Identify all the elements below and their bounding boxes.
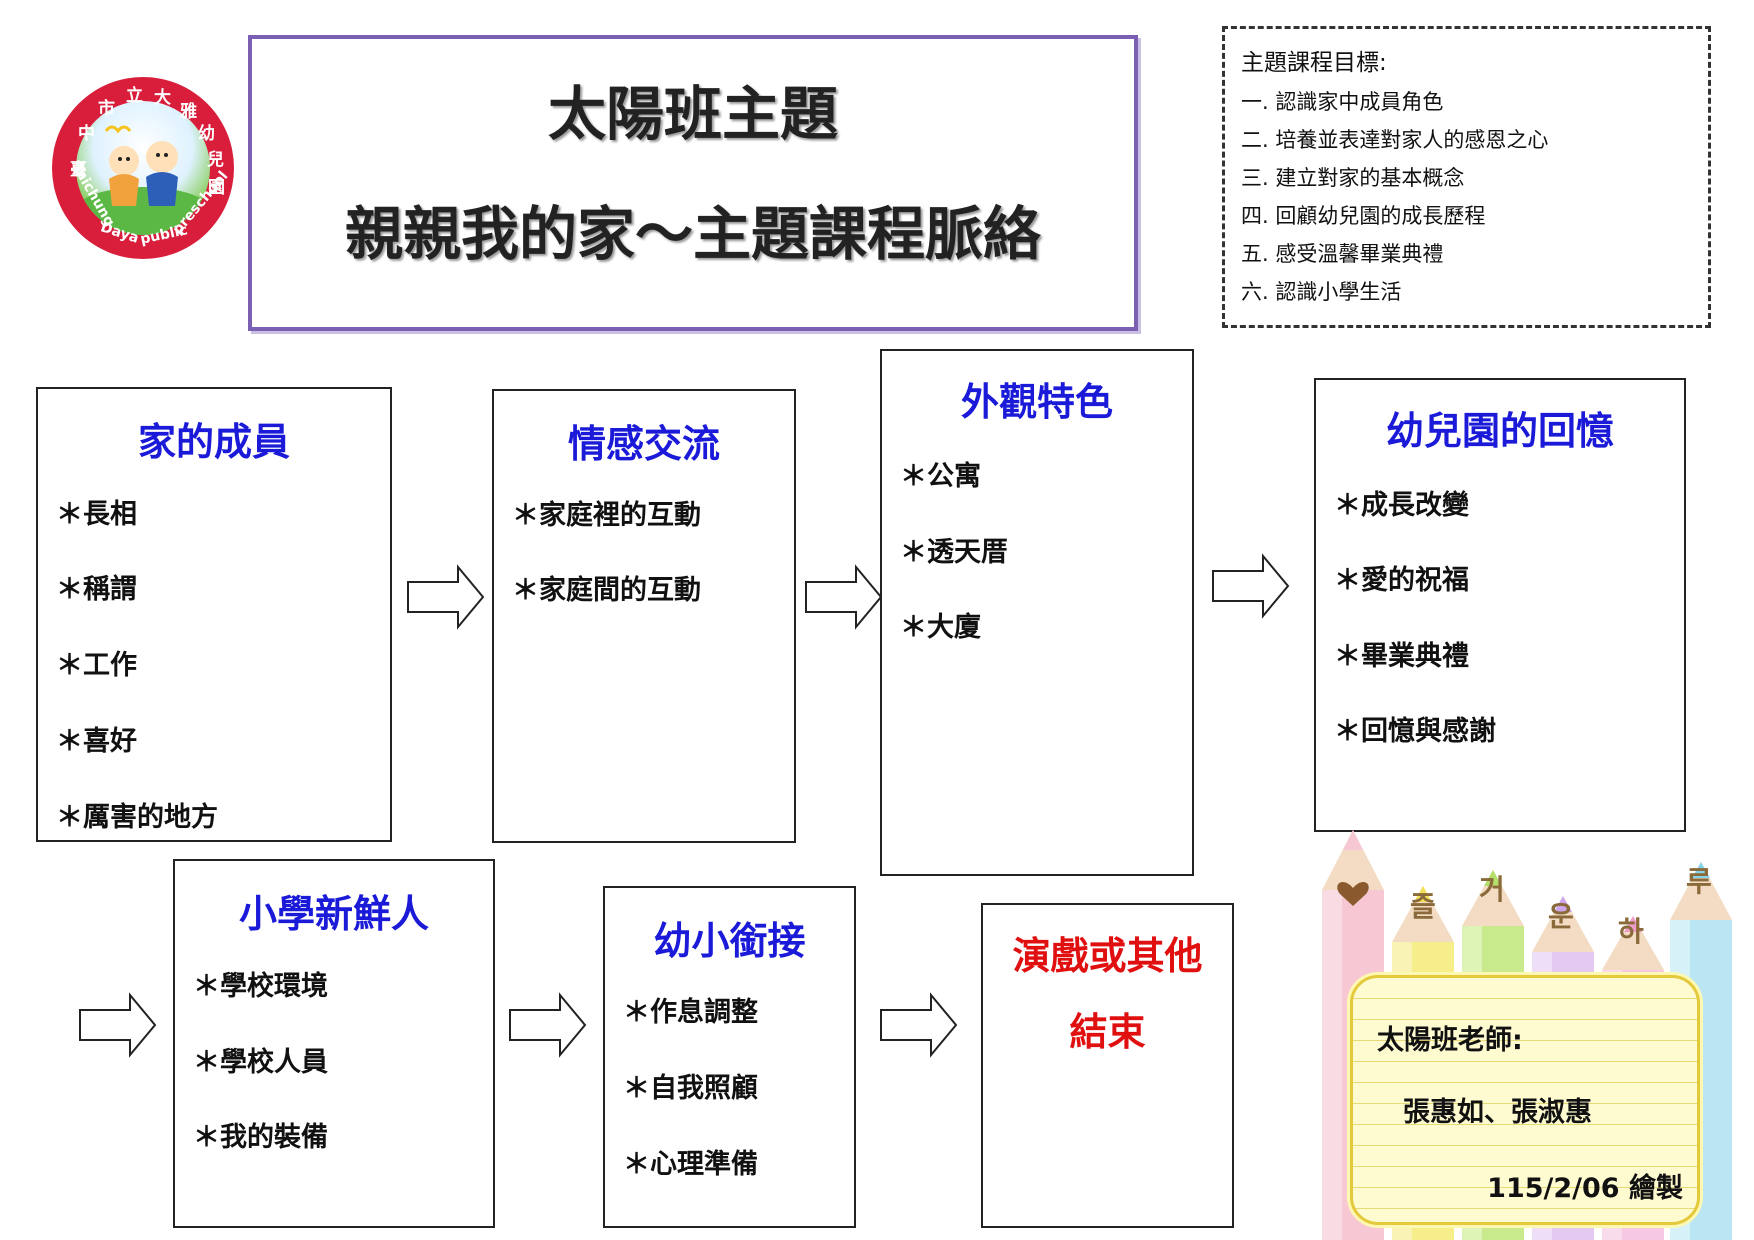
teacher-label: 太陽班老師: (1377, 1025, 1523, 1056)
draw-date: 115/2/06 繪製 (1487, 1173, 1683, 1204)
box-item: ＊家庭裡的互動 (512, 500, 701, 531)
box-item: ＊透天厝 (900, 537, 1008, 568)
box-title: 外觀特色 (960, 380, 1113, 424)
box-item: ＊公寓 (900, 461, 981, 492)
arrow-right-icon (805, 564, 883, 630)
goal-item: 四. 回顧幼兒園的成長歷程 (1241, 204, 1486, 228)
title-box: 太陽班主題 親親我的家～主題課程脈絡 (248, 35, 1138, 331)
box-item: ＊學校環境 (193, 971, 328, 1002)
box-emotional-exchange: 情感交流 ＊家庭裡的互動 ＊家庭間的互動 (492, 389, 796, 843)
box-item: ＊喜好 (56, 726, 137, 757)
box-item: ＊厲害的地方 (56, 802, 218, 833)
goal-item: 三. 建立對家的基本概念 (1241, 166, 1465, 190)
pencil-letter: 루 (1686, 865, 1712, 898)
teacher-card: 太陽班老師: 張惠如、張淑惠 115/2/06 繪製 (1350, 975, 1700, 1225)
goals-title: 主題課程目標: (1241, 50, 1387, 76)
logo-illustration (76, 101, 210, 235)
pencil-letter: 운 (1548, 900, 1574, 933)
box-title: 小學新鮮人 (238, 892, 429, 936)
box-item: ＊稱謂 (56, 574, 137, 605)
box-title: 情感交流 (567, 422, 720, 466)
box-kindergarten-transition: 幼小銜接 ＊作息調整 ＊自我照顧 ＊心理準備 (603, 886, 856, 1228)
arrow-right-icon (407, 564, 485, 630)
pencil-letter: 하 (1618, 915, 1644, 948)
goal-item: 二. 培養並表達對家人的感恩之心 (1241, 128, 1549, 152)
arrow-right-icon (509, 992, 587, 1058)
logo-char: 立 (126, 86, 143, 106)
logo-char: 臺 (70, 160, 87, 180)
goal-item: 五. 感受溫馨畢業典禮 (1241, 242, 1444, 266)
box-item: ＊畢業典禮 (1334, 641, 1469, 672)
box-item: ＊家庭間的互動 (512, 575, 701, 606)
logo-char: 雅 (180, 102, 197, 122)
box-item: ＊長相 (56, 499, 137, 530)
title-line-2: 親親我的家～主題課程脈絡 (344, 200, 1041, 268)
box-family-members: 家的成員 ＊長相 ＊稱謂 ＊工作 ＊喜好 ＊厲害的地方 (36, 387, 392, 842)
logo-char: 中 (78, 124, 95, 144)
arrow-right-icon (880, 992, 958, 1058)
pencil-letter: 거 (1479, 873, 1505, 906)
box-title: 幼兒園的回憶 (1385, 409, 1614, 453)
box-item: ＊愛的祝福 (1334, 565, 1469, 596)
box-title: 家的成員 (137, 420, 290, 464)
goal-item: 六. 認識小學生活 (1241, 280, 1402, 304)
course-goals: 主題課程目標: 一. 認識家中成員角色 二. 培養並表達對家人的感恩之心 三. … (1222, 26, 1711, 328)
heart-icon (1337, 881, 1369, 906)
box-item: ＊學校人員 (193, 1047, 328, 1078)
preschool-logo: 臺 中 市 立 大 雅 幼 兒 園 Taichung Daya public p… (52, 77, 234, 259)
box-item: ＊成長改變 (1334, 490, 1469, 521)
goal-item: 一. 認識家中成員角色 (1241, 90, 1444, 114)
logo-char: 市 (98, 99, 115, 119)
box-end-label: 結束 (1069, 1010, 1146, 1054)
box-kindergarten-memories: 幼兒園的回憶 ＊成長改變 ＊愛的祝福 ＊畢業典禮 ＊回憶與感謝 (1314, 378, 1686, 832)
arrow-right-icon (1212, 553, 1290, 619)
box-item: ＊工作 (56, 650, 137, 681)
box-performance: 演戲或其他 結束 (981, 903, 1234, 1228)
logo-children-icon (76, 125, 210, 235)
logo-char: 幼 (198, 124, 215, 144)
box-title: 幼小銜接 (653, 919, 806, 963)
box-item: ＊自我照顧 (623, 1073, 758, 1104)
box-primary-school-newcomer: 小學新鮮人 ＊學校環境 ＊學校人員 ＊我的裝備 (173, 859, 495, 1228)
title-line-1: 太陽班主題 (547, 80, 838, 148)
box-appearance: 外觀特色 ＊公寓 ＊透天厝 ＊大廈 (880, 349, 1194, 876)
box-title: 演戲或其他 (1012, 934, 1203, 978)
box-item: ＊大廈 (900, 612, 981, 643)
logo-char: 大 (154, 88, 171, 108)
teacher-names: 張惠如、張淑惠 (1403, 1097, 1592, 1128)
box-item: ＊我的裝備 (193, 1122, 328, 1153)
arrow-right-icon (79, 992, 157, 1058)
pencil-letter: 즐 (1410, 890, 1436, 923)
logo-char: 園 (208, 178, 225, 198)
box-item: ＊心理準備 (623, 1149, 758, 1180)
box-item: ＊回憶與感謝 (1334, 716, 1496, 747)
logo-char: 兒 (207, 150, 224, 170)
box-item: ＊作息調整 (623, 997, 758, 1028)
